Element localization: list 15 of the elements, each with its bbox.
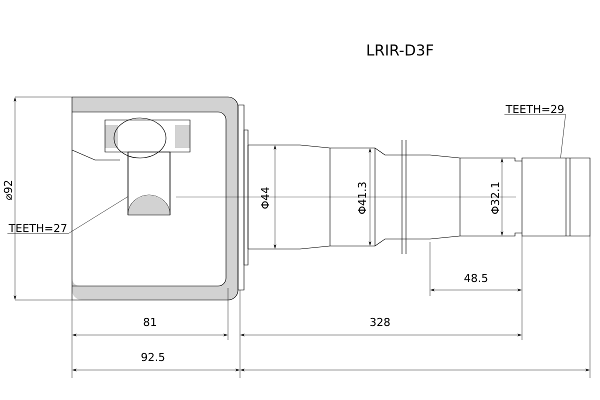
leader-line: [560, 114, 566, 158]
part-number: LRIR-D3F: [368, 44, 434, 56]
dimension-label: 92.5: [142, 352, 164, 362]
spline-shaft: [522, 158, 590, 236]
dimension-label: Φ32.1: [490, 182, 500, 214]
dimension-label: 81: [144, 318, 156, 326]
spline-shaft: [128, 152, 170, 216]
callout-label: TEETH=27: [7, 224, 69, 234]
callout-label: TEETH=29: [504, 104, 566, 115]
dimension-label: ⌀92: [4, 180, 12, 200]
dimension-label: Φ44: [261, 187, 269, 209]
leader-line: [68, 196, 128, 234]
dimension-label: 48.5: [464, 274, 488, 282]
dimension-label: 328: [370, 318, 390, 326]
dimension-label: Φ41.3: [358, 182, 366, 214]
